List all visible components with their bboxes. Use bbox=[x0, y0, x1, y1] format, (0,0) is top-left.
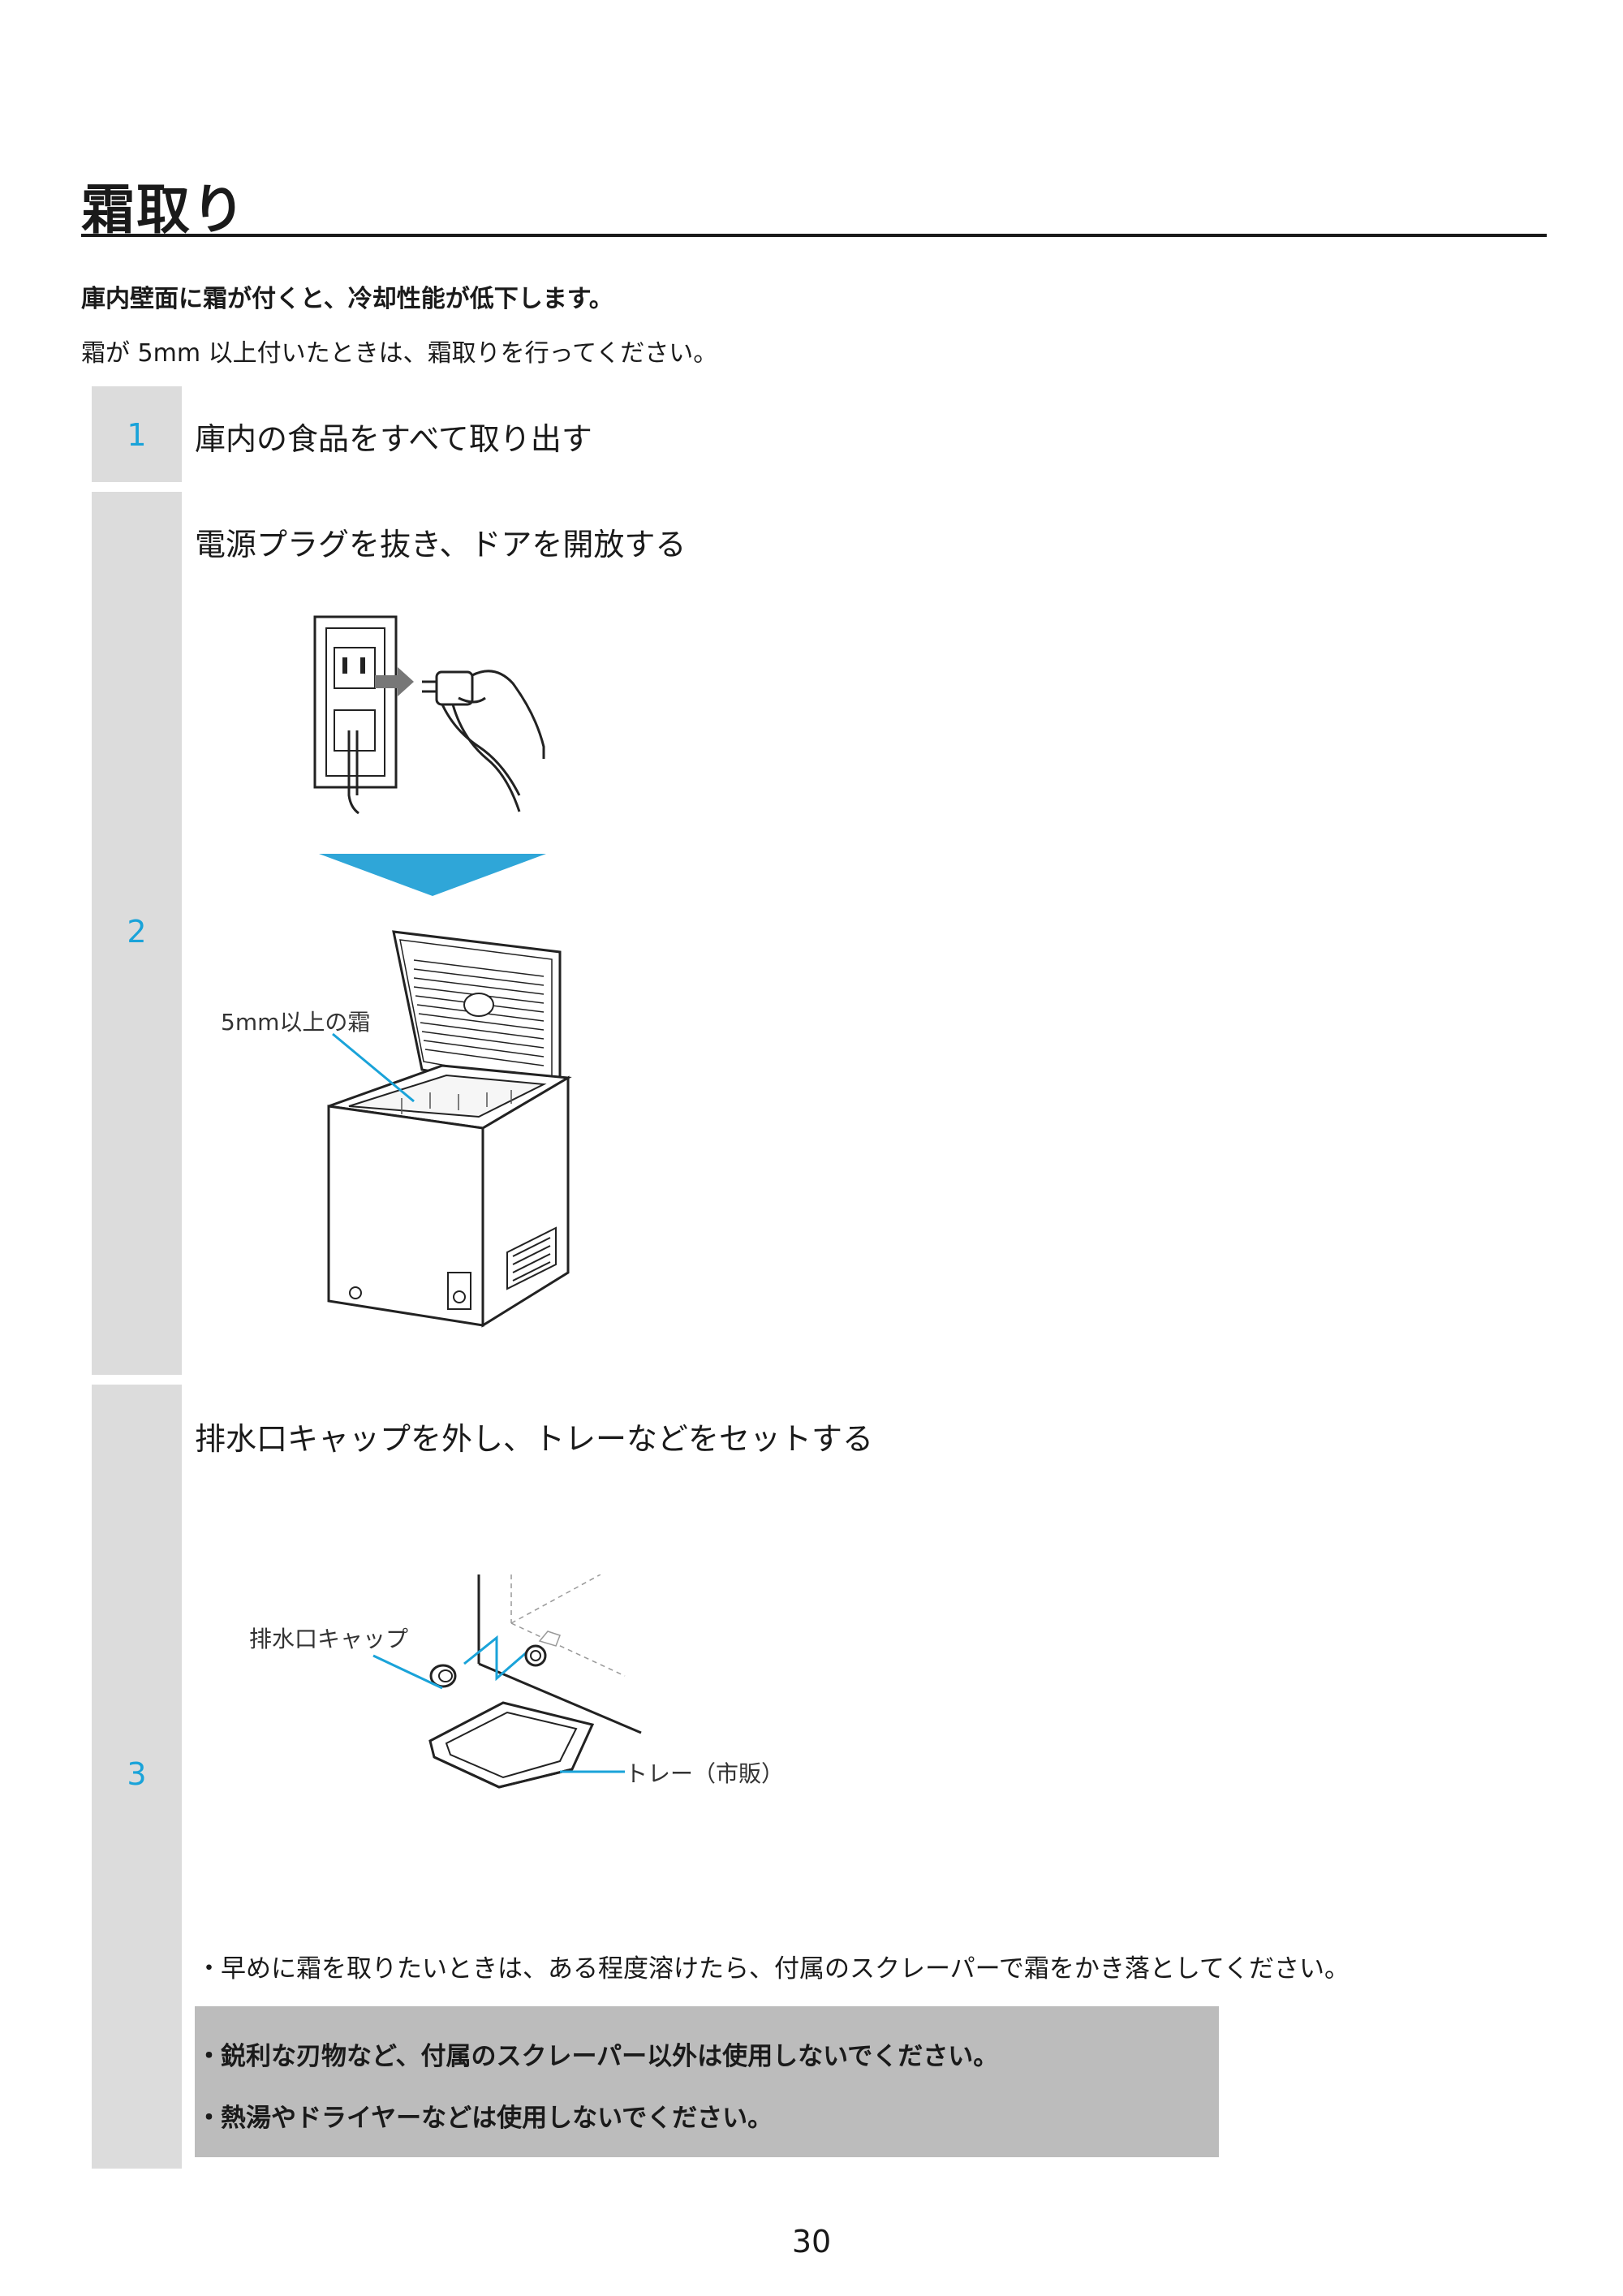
intro-bold: 庫内壁面に霜が付くと、冷却性能が低下します。 bbox=[81, 285, 613, 313]
step-1-text: 庫内の食品をすべて取り出す bbox=[195, 421, 592, 457]
title-rule bbox=[81, 234, 1547, 237]
tray-label: トレー（市販） bbox=[625, 1760, 785, 1787]
warning-box bbox=[195, 2006, 1219, 2157]
page-number: 30 bbox=[791, 2224, 832, 2259]
warning-1: 鋭利な刃物など、付属のスクレーパー以外は使用しないでください。 bbox=[196, 2035, 998, 2072]
chest-freezer-illustration bbox=[327, 930, 572, 1328]
page-title: 霜取り bbox=[81, 179, 247, 241]
frost-label: 5mm以上の霜 bbox=[221, 1009, 371, 1036]
step-2-column: 2 bbox=[92, 492, 182, 1375]
warning-2: 熱湯やドライヤーなどは使用しないでください。 bbox=[196, 2097, 773, 2134]
frost-leader-line bbox=[332, 1032, 415, 1103]
step-3-column: 3 bbox=[92, 1385, 182, 2169]
tray-leader-line bbox=[560, 1770, 625, 1773]
down-arrow-icon bbox=[319, 854, 546, 896]
step-3-number: 3 bbox=[127, 1756, 147, 1792]
step-2-number: 2 bbox=[127, 914, 147, 950]
cap-leader-line bbox=[372, 1654, 443, 1690]
drain-cap-label: 排水口キャップ bbox=[249, 1626, 409, 1652]
intro-text: 霜が 5mm 以上付いたときは、霜取りを行ってください。 bbox=[81, 339, 718, 368]
step-2-text: 電源プラグを抜き、ドアを開放する bbox=[195, 527, 687, 562]
drain-tray-illustration bbox=[428, 1574, 642, 1789]
unplug-illustration bbox=[313, 615, 545, 815]
tip-text: 早めに霜を取りたいときは、ある程度溶けたら、付属のスクレーパーで霜をかき落として… bbox=[196, 1948, 1350, 1984]
step-1-column: 1 bbox=[92, 386, 182, 482]
step-1-number: 1 bbox=[127, 417, 147, 453]
step-3-text: 排水口キャップを外し、トレーなどをセットする bbox=[195, 1421, 874, 1457]
